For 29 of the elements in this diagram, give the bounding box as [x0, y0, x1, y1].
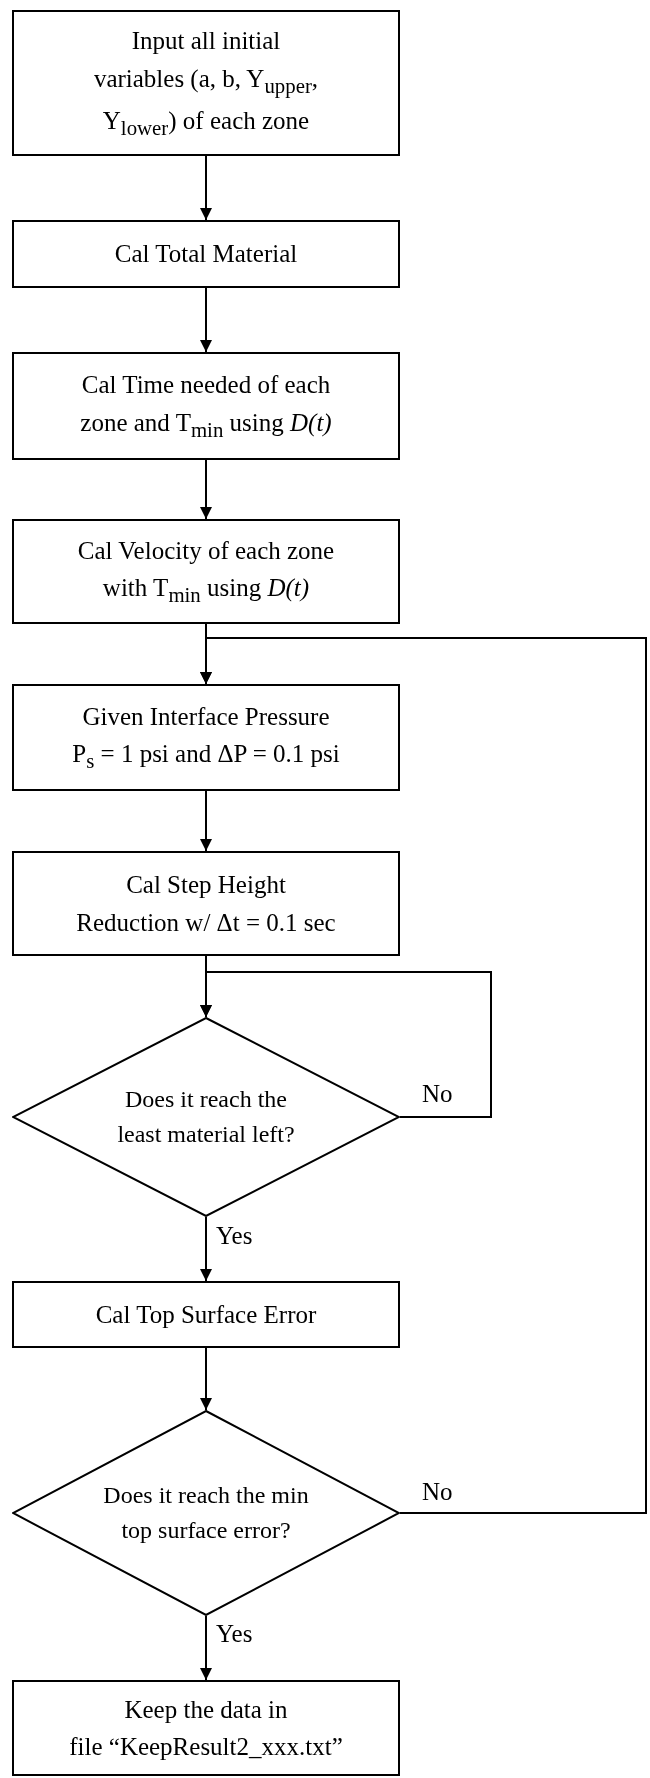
arrow — [200, 971, 492, 1118]
node-text: Keep the data in file “KeepResult2_xxx.txt” — [68, 1694, 344, 1762]
process-box — [12, 220, 400, 288]
arrow — [200, 790, 212, 852]
node-text: Cal Step Height Reduction w/ Δt = 0.1 sec — [75, 870, 337, 938]
node-text: Input all initial variables (a, b, Y$_{upper}$, Y$_{lower}$) of each zone — [92, 26, 320, 142]
process-box — [12, 851, 400, 956]
arrow — [200, 1347, 212, 1411]
decision-diamond — [12, 1017, 400, 1217]
decision-diamond — [12, 1410, 400, 1616]
process-box — [12, 1680, 400, 1776]
process-box — [12, 519, 400, 624]
node-text: Cal Time needed of each zone and T$_{min}$ using D(t) — [79, 370, 333, 444]
node-text: Given Interface Pressure P$_{s}$ = 1 psi and ΔP = 0.1 psi — [71, 701, 341, 776]
node-text: Does it reach the min top surface error? — [102, 1481, 310, 1545]
process-box — [12, 10, 400, 156]
node-text: Cal Top Surface Error — [95, 1299, 317, 1330]
arrow — [200, 1615, 212, 1681]
node-text: Cal Total Material — [114, 239, 298, 270]
process-box — [12, 1281, 400, 1348]
process-box — [12, 352, 400, 460]
arrow — [200, 637, 647, 1514]
arrow — [200, 459, 212, 520]
arrow — [200, 155, 212, 221]
arrow — [200, 287, 212, 353]
process-box — [12, 684, 400, 791]
node-text: Cal Velocity of each zone with T$_{min}$ using D(t) — [76, 535, 336, 610]
arrow — [200, 1216, 212, 1282]
node-text: Does it reach the least material left? — [116, 1085, 296, 1149]
